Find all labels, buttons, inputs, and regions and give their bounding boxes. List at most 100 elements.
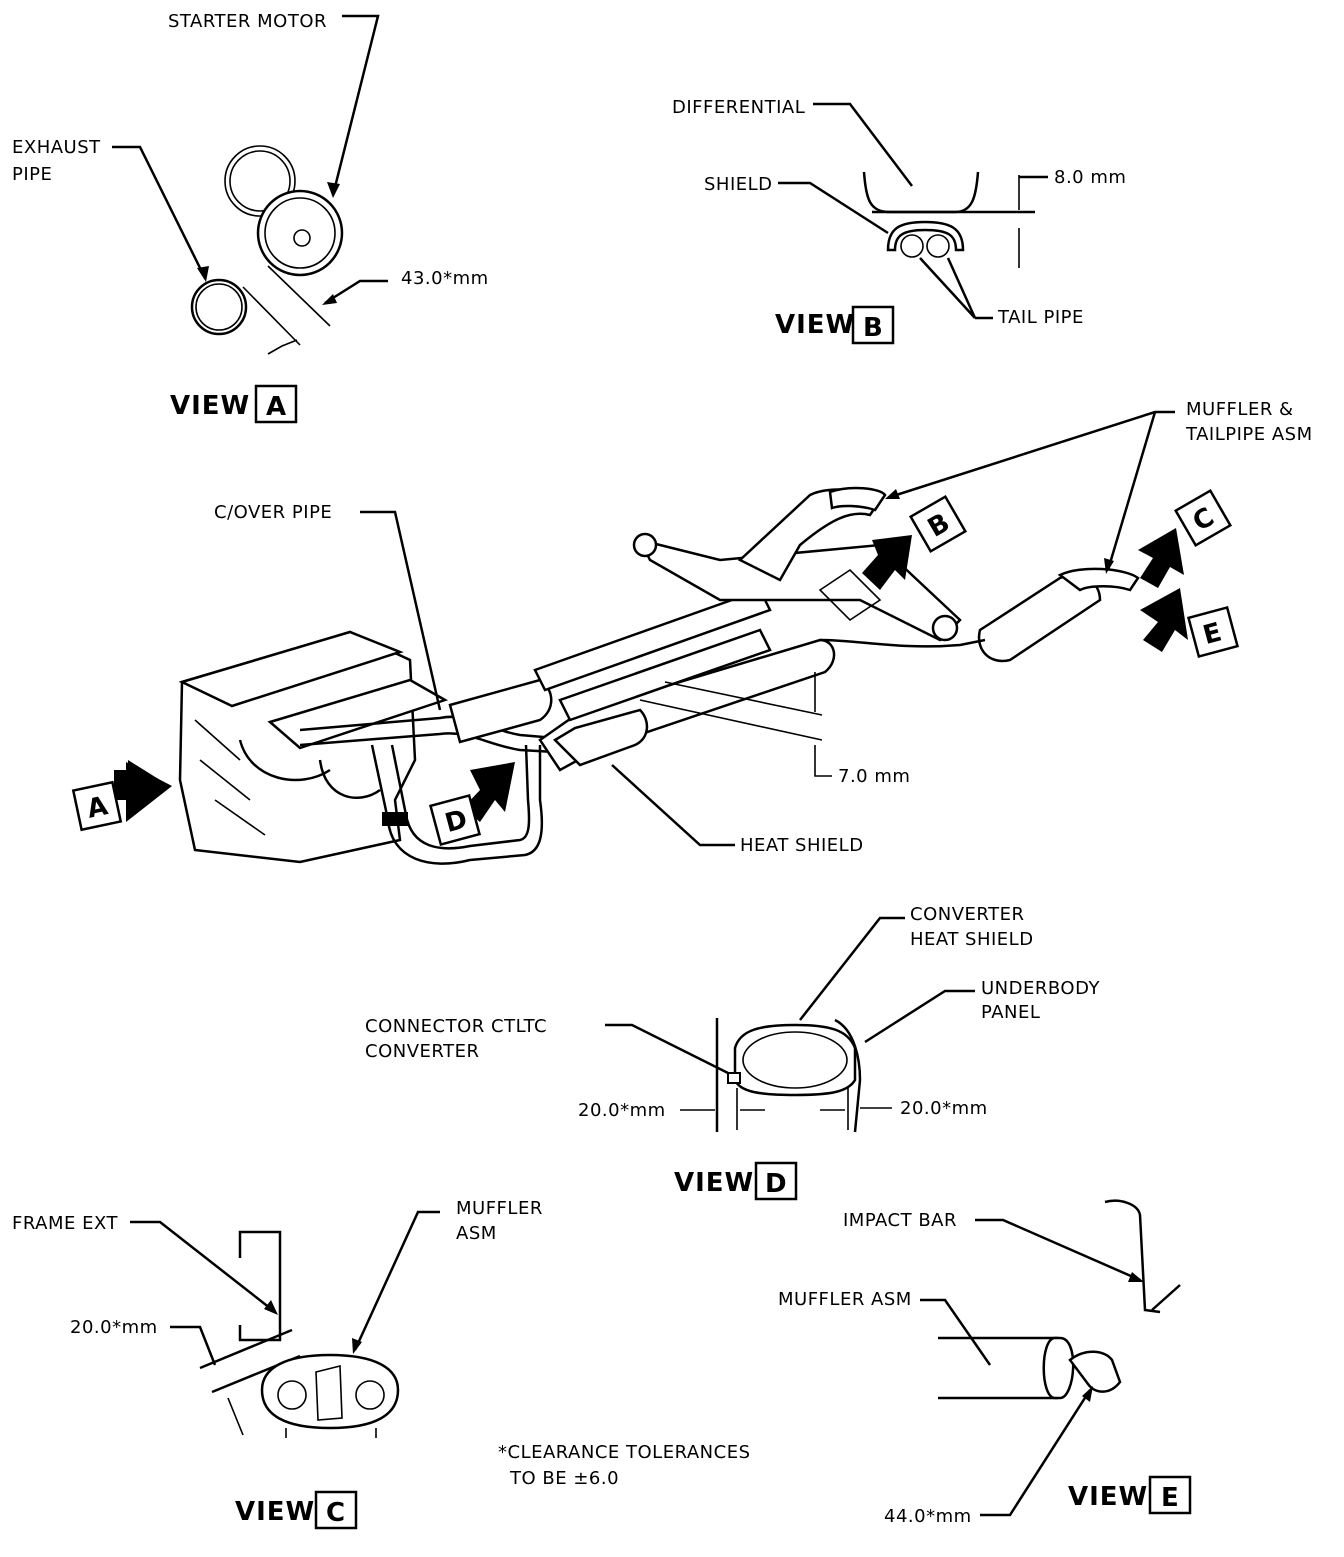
converter-heat-shield-outer [733,1023,857,1097]
label-impact-bar: IMPACT BAR [843,1210,957,1231]
label-converter-heat-shield-2: HEAT SHIELD [910,929,1034,950]
leader-underbody-panel [864,989,975,1044]
muffler-left [737,488,882,582]
clearance-line-c1 [199,1328,293,1370]
view-d-letter: D [765,1169,787,1199]
exhaust-manifold [238,739,381,799]
label-differential: DIFFERENTIAL [672,97,805,118]
leader-shield [778,181,889,235]
leader-impact-bar [975,1218,1141,1282]
converter-front [448,678,553,744]
leader-43mm [324,279,388,305]
label-cover-pipe: C/OVER PIPE [214,502,332,523]
view-d-detail: CONNECTOR CTLTC CONVERTER CONVERTER HEAT… [365,904,1100,1201]
starter-gear-circle [224,145,296,217]
view-c-detail: FRAME EXT MUFFLER ASM 20.0*mm VIEW C [12,1198,543,1530]
underbody-panel [834,1018,862,1133]
exhaust-pipe-section [190,278,248,336]
leader-frame-ext [130,1220,276,1313]
label-dim-8: 8.0 mm [1054,167,1126,188]
underbody-line-2 [639,699,823,741]
label-dim-44: 44.0*mm [884,1506,972,1527]
muffler-end-e [1042,1336,1075,1400]
leader-converter-heat-shield [799,916,905,1021]
label-muffler-asm-c-1: MUFFLER [456,1198,543,1219]
leader-muffler-asm-c [353,1210,440,1351]
tailpipe-left [900,234,924,258]
label-underbody-panel-1: UNDERBODY [981,978,1100,999]
engine-valve-cover-right [267,678,449,750]
view-b-detail: DIFFERENTIAL SHIELD 8.0 mm TAIL PIPE VIE… [672,97,1126,345]
leader-connector [605,1023,729,1075]
view-c-word: VIEW [235,1497,315,1527]
differential-housing [862,171,980,214]
label-starter-motor: STARTER MOTOR [168,11,327,32]
front-pipe-y [370,744,544,865]
pipe-clamp [382,812,408,826]
control-arm-bushing-rear [931,614,959,642]
control-arm-bushing-front [632,532,658,558]
view-a-letter: A [266,392,286,422]
label-converter-heat-shield-1: CONVERTER [910,904,1024,925]
leader-tail-pipe-2 [946,257,977,319]
note-line-2: TO BE ±6.0 [509,1468,619,1489]
label-muffler-asm-c-2: ASM [456,1223,497,1244]
dim-7-lower [814,745,832,777]
label-underbody-panel-2: PANEL [981,1002,1040,1023]
starter-motor-hub [293,229,311,247]
label-tail-pipe: TAIL PIPE [997,307,1084,328]
view-e-letter: E [1161,1483,1179,1513]
leader-starter-motor [331,14,380,196]
leader-20-c [170,1325,217,1366]
exhaust-pipe-inner [195,283,243,331]
muffler-asm-c [260,1353,400,1430]
frame-ext [238,1230,282,1342]
tailpipe-right-outlet [1057,567,1140,592]
view-a-detail: STARTER MOTOR EXHAUST PIPE 43.0*mm VIEW … [12,11,489,424]
view-arrow-b: B [862,494,968,590]
label-connector-2: CONVERTER [365,1041,479,1062]
note-line-1: *CLEARANCE TOLERANCES [498,1442,751,1463]
leader-44mm [980,1389,1092,1517]
view-d-word: VIEW [674,1168,754,1198]
view-c-letter: C [326,1498,345,1528]
view-e-detail: IMPACT BAR MUFFLER ASM 44.0*mm VIEW E [778,1199,1192,1527]
label-exhaust-pipe-1: EXHAUST [12,137,101,158]
tailpipe-left-outlet [828,486,887,512]
starter-motor-body [256,189,344,277]
view-arrow-e: E [1140,588,1240,659]
leader-tail-pipe-1 [919,257,976,319]
label-connector-1: CONNECTOR CTLTC [365,1016,547,1037]
label-muffler-tailpipe-1: MUFFLER & [1186,399,1294,420]
view-arrow-d: D [428,762,515,847]
engine-valve-cover-left [178,630,404,708]
driveshaft [558,628,772,722]
label-dim-43: 43.0*mm [401,268,489,289]
view-b-word: VIEW [775,310,855,340]
label-dim-7: 7.0 mm [838,766,910,787]
view-arrow-a: A [71,760,172,832]
label-shield: SHIELD [704,174,773,195]
rear-pipe [819,638,986,648]
main-exhaust-assembly: C/OVER PIPE 7.0 mm HEAT SHIELD MUFFLER &… [178,399,1312,865]
label-muffler-asm-e: MUFFLER ASM [778,1289,912,1310]
tolerance-note: *CLEARANCE TOLERANCES TO BE ±6.0 [498,1442,751,1489]
view-e-word: VIEW [1068,1482,1148,1512]
view-arrow-c: C [1138,488,1233,588]
tailpipe-tip-e [1068,1350,1122,1393]
heat-shield [552,708,649,767]
view-b-letter: B [863,313,883,343]
leader-differential [813,102,913,187]
leader-cover-pipe [360,510,442,711]
label-dim-20-left: 20.0*mm [578,1100,666,1121]
clearance-line-a2 [267,265,331,327]
leader-heat-shield [611,764,735,847]
view-a-word: VIEW [170,391,250,421]
label-heat-shield: HEAT SHIELD [740,835,864,856]
impact-bar [1104,1199,1161,1314]
label-frame-ext: FRAME EXT [12,1213,118,1234]
leader-muffler-2 [1106,411,1157,571]
leader-muffler-asm-e [920,1298,992,1366]
